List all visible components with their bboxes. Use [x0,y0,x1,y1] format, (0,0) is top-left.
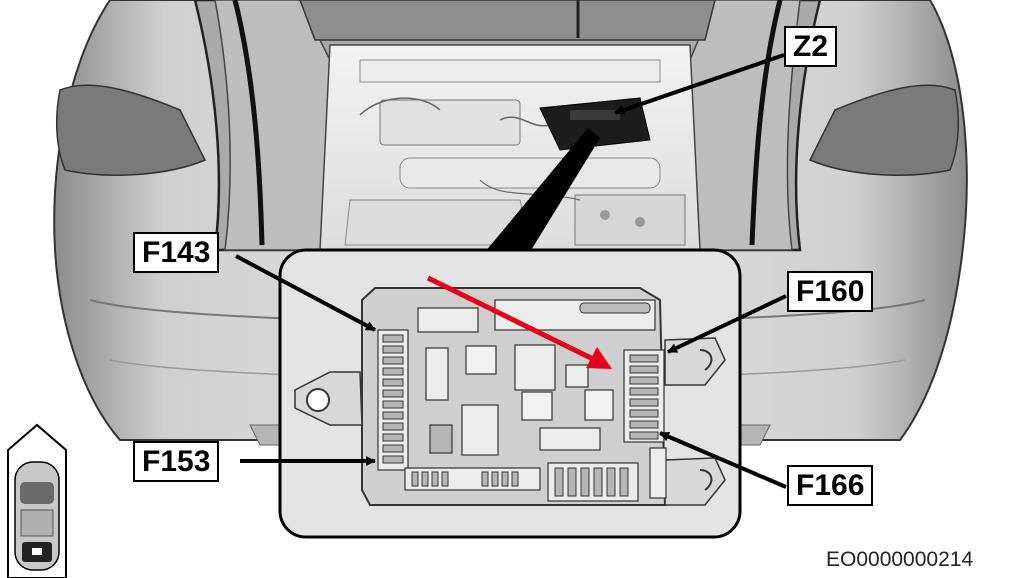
document-code: EO0000000214 [826,548,974,571]
leader-z2 [614,53,785,115]
callout-f160: F160 [787,271,874,312]
callout-f143: F143 [133,232,220,273]
trunk-opening [193,0,822,252]
leader-f166 [659,431,787,489]
detail-wedge [480,128,600,260]
callout-f166: F166 [787,465,874,506]
car-top-view-icon [7,423,67,578]
red-highlight-arrow [426,275,612,369]
fuse-box-detail-inset [278,248,742,539]
leader-f160 [667,294,787,354]
leader-f143 [235,254,376,332]
callout-z2: Z2 [784,26,838,67]
callout-f153: F153 [133,441,220,482]
